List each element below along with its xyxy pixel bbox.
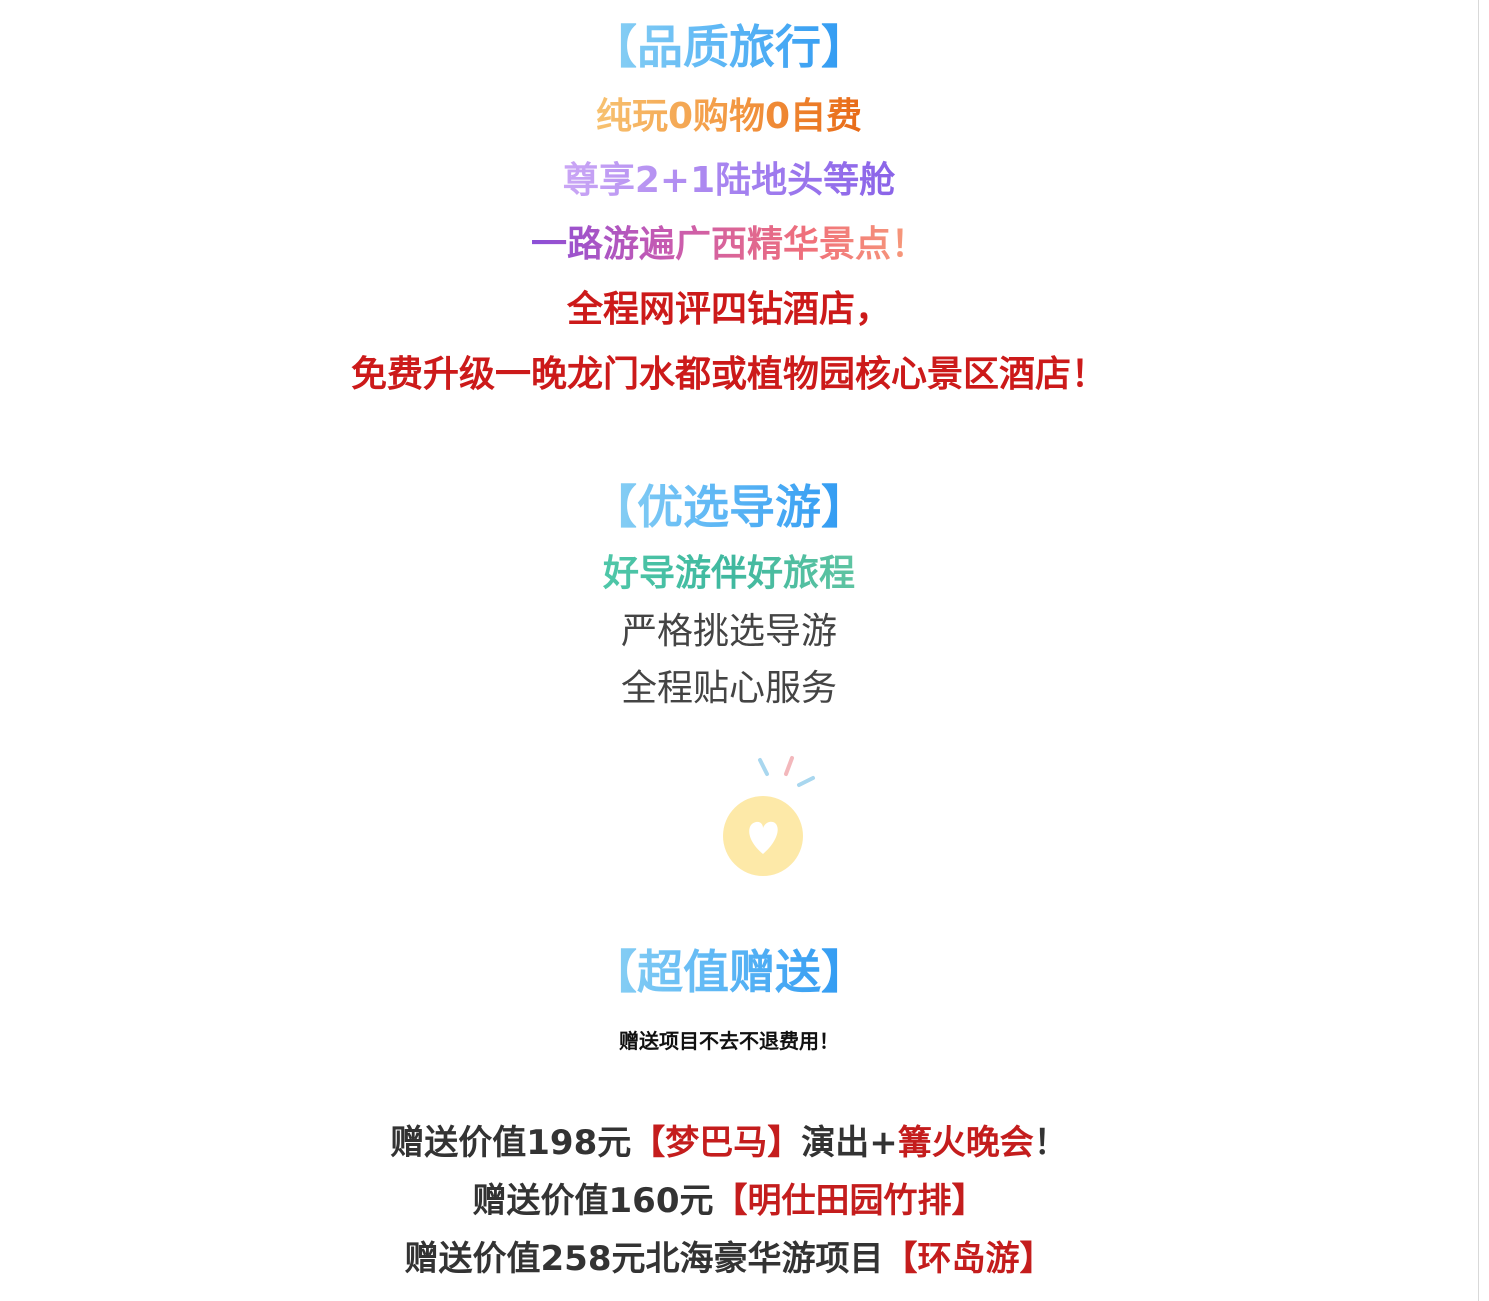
- quality-line-4: 全程网评四钻酒店，: [566, 289, 891, 330]
- guide-heading-text: 【优选导游】: [591, 477, 867, 537]
- heart-badge-icon: [723, 756, 815, 876]
- guide-line-3: 全程贴心服务: [620, 668, 837, 709]
- gifts-heading-text: 【超值赠送】: [591, 942, 867, 1002]
- guide-heading: 【优选导游】: [0, 477, 1458, 537]
- quality-heading-text: 【品质旅行】: [591, 17, 867, 77]
- guide-line-1-text: 好导游伴好旅程: [603, 551, 855, 597]
- gift-item-1-middle: 演出+: [801, 1123, 898, 1163]
- gift-item-1-highlight-2: 篝火晚会: [897, 1123, 1034, 1163]
- quality-line-3-text: 一路游遍广西精华景点！: [531, 222, 927, 268]
- scrollbar-track[interactable]: [1478, 0, 1489, 1301]
- gift-item-3: 赠送价值258元北海豪华游项目【环岛游】: [0, 1236, 1458, 1282]
- gift-item-1-highlight: 【梦巴马】: [631, 1123, 802, 1163]
- gift-item-2-prefix: 赠送价值160元: [472, 1181, 714, 1221]
- gift-item-2: 赠送价值160元【明仕田园竹排】: [0, 1178, 1458, 1224]
- quality-heading: 【品质旅行】: [0, 17, 1458, 77]
- quality-line-1: 纯玩0购物0自费: [0, 94, 1458, 140]
- gift-item-2-highlight: 【明仕田园竹排】: [713, 1181, 986, 1221]
- gift-item-3-prefix: 赠送价值258元北海豪华游项目: [404, 1239, 884, 1279]
- quality-line-3: 一路游遍广西精华景点！: [0, 222, 1458, 268]
- quality-line-5: 免费升级一晚龙门水都或植物园核心景区酒店！: [350, 354, 1107, 395]
- gift-item-1-prefix: 赠送价值198元: [390, 1123, 632, 1163]
- gifts-heading: 【超值赠送】: [0, 942, 1458, 1002]
- quality-line-2-text: 尊享2+1陆地头等舱: [563, 158, 895, 204]
- guide-line-1: 好导游伴好旅程: [0, 551, 1458, 597]
- quality-line-2: 尊享2+1陆地头等舱: [0, 158, 1458, 204]
- gift-item-1-suffix: ！: [1033, 1123, 1068, 1163]
- gift-item-3-highlight: 【环岛游】: [883, 1239, 1054, 1279]
- gifts-note: 赠送项目不去不退费用！: [619, 1029, 839, 1053]
- quality-line-1-text: 纯玩0购物0自费: [596, 94, 862, 140]
- gift-item-1: 赠送价值198元【梦巴马】演出+篝火晚会！: [0, 1120, 1458, 1166]
- guide-line-2: 严格挑选导游: [620, 611, 837, 652]
